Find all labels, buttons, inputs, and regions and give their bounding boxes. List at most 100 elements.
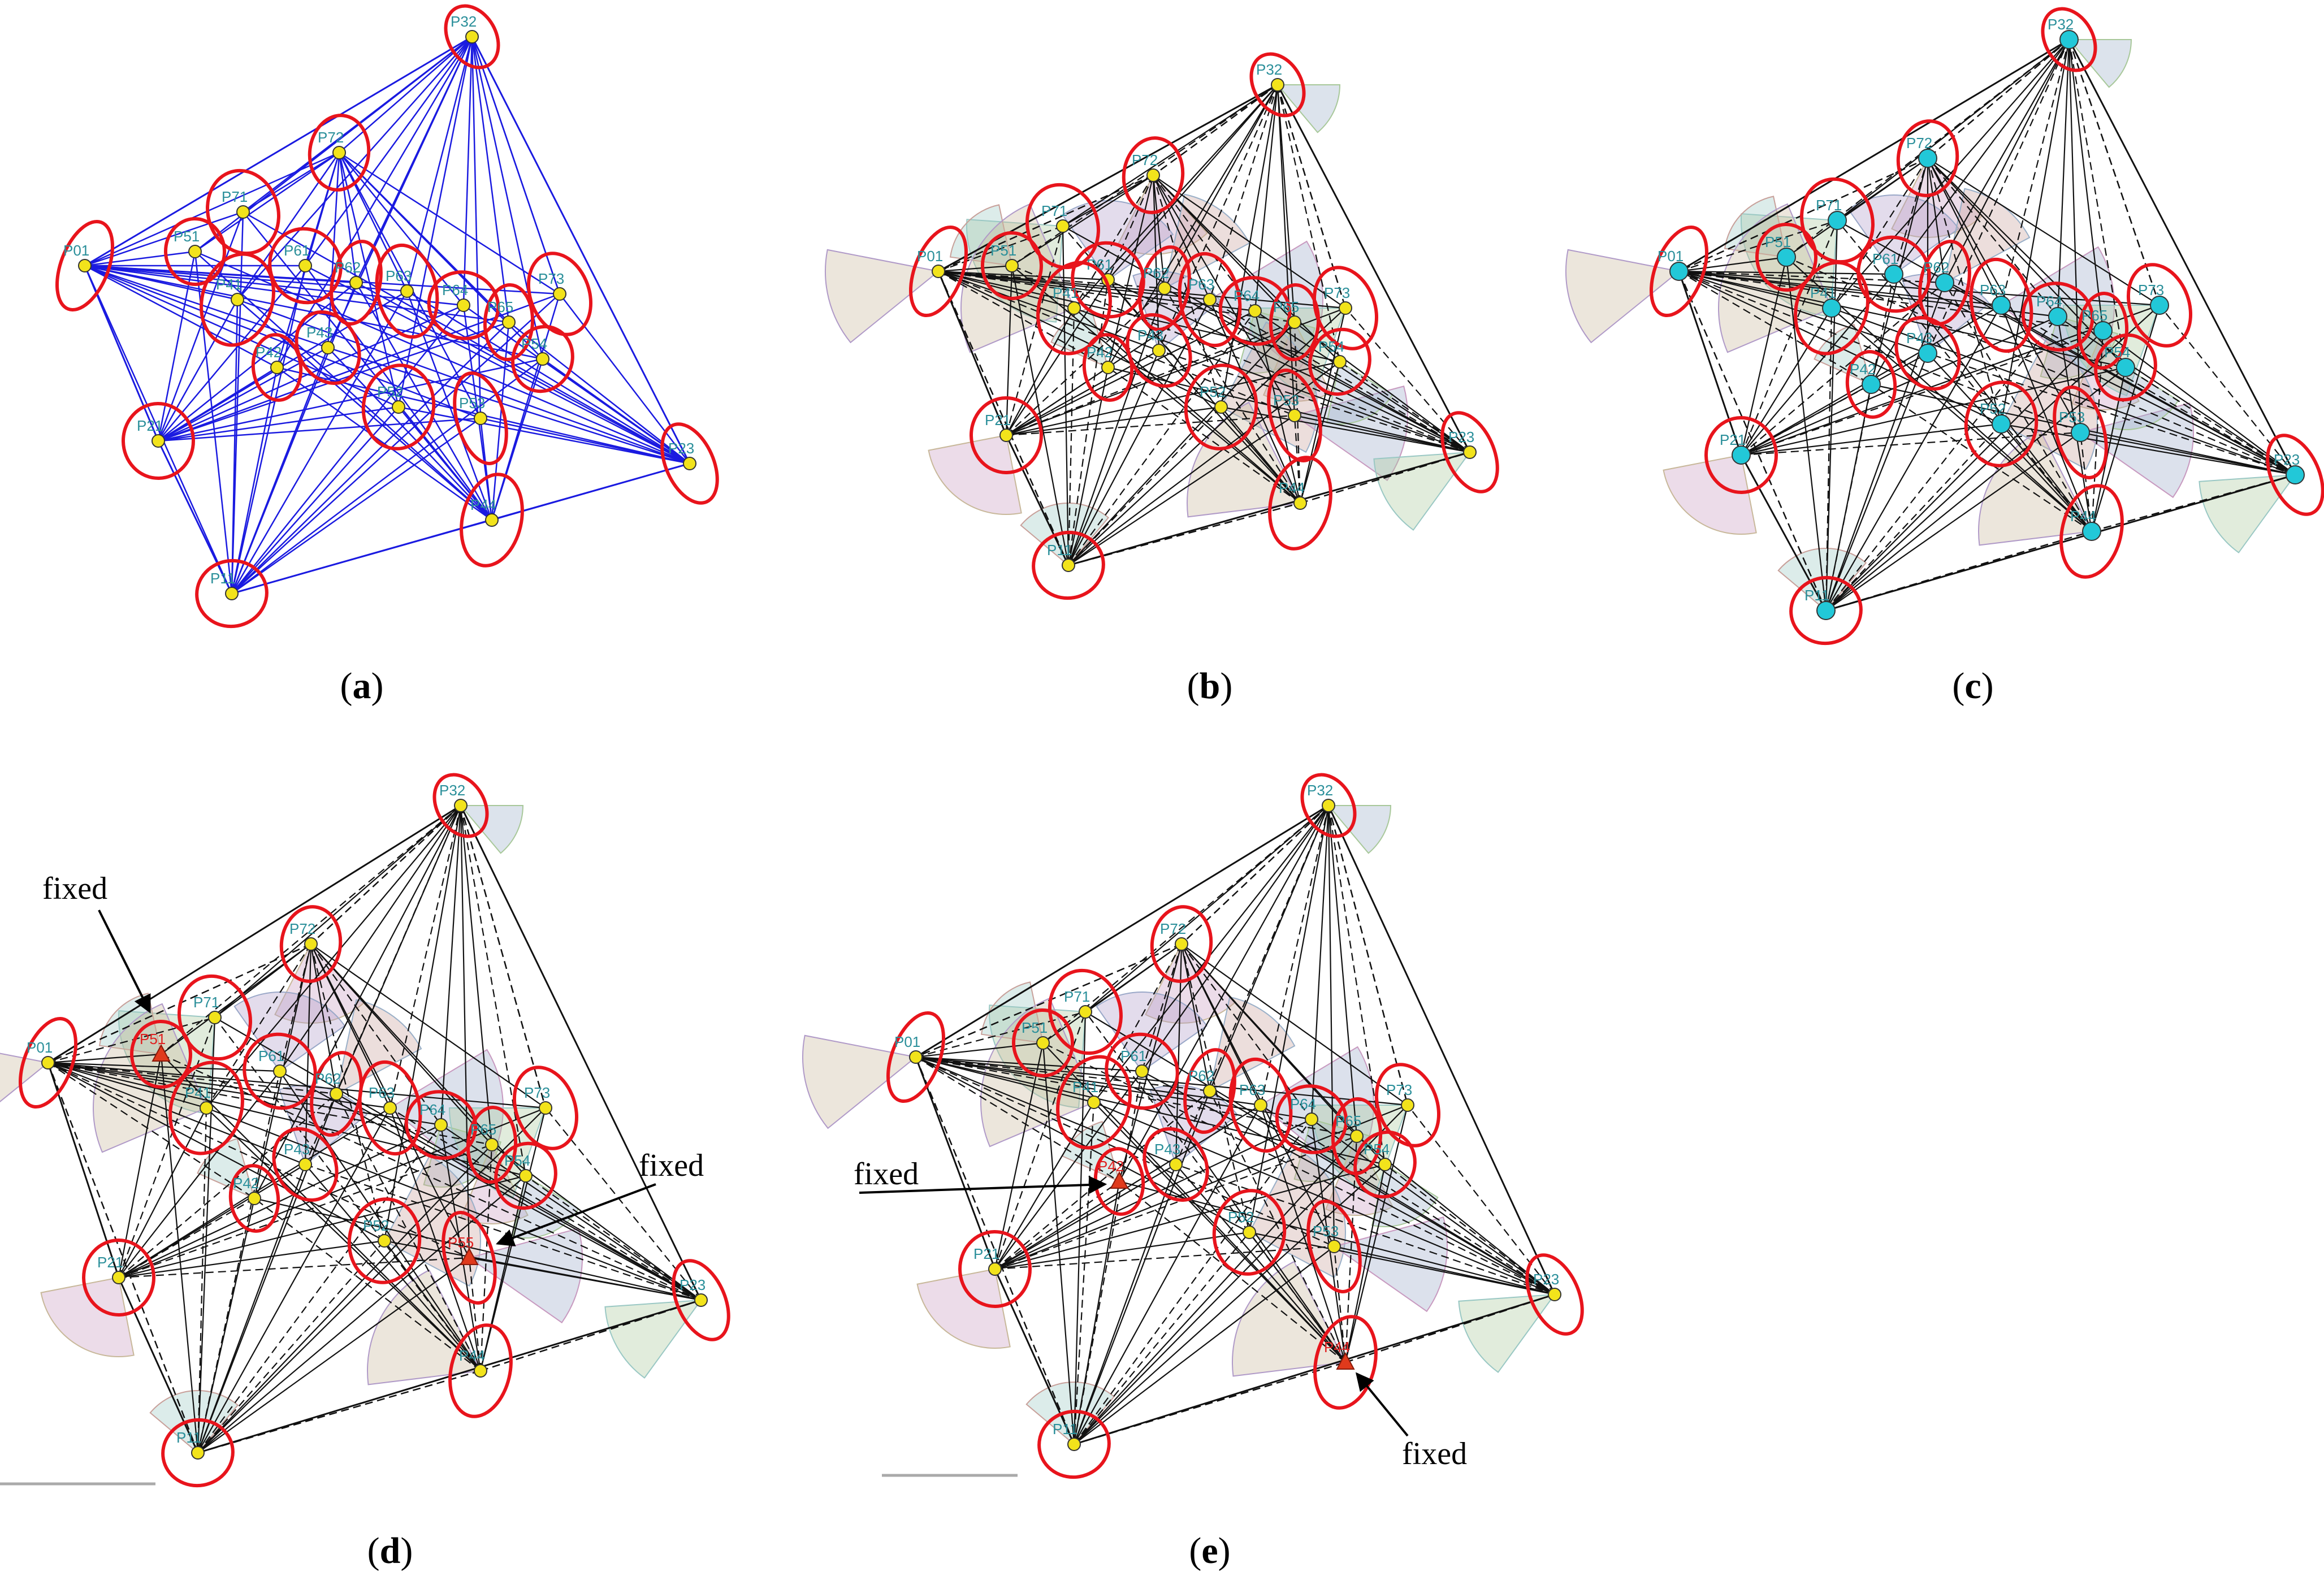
network-point (152, 434, 165, 448)
error-ellipse (358, 1060, 422, 1156)
network-point (683, 457, 696, 470)
observation-line (1006, 288, 1165, 436)
error-ellipse (1845, 350, 1897, 419)
observation-line (1074, 1232, 1250, 1445)
observation-line (1678, 256, 1787, 272)
network-point (1918, 149, 1937, 168)
uncertainty-sector (2079, 402, 2194, 499)
network-point (1822, 298, 1841, 318)
observation-line (2091, 330, 2104, 532)
network-point (2071, 423, 2090, 442)
observation-line (47, 1062, 280, 1072)
observation-line (1074, 1164, 1386, 1445)
frame-line (491, 462, 690, 521)
observation-line (231, 358, 543, 594)
error-ellipse (1440, 411, 1499, 493)
observation-line (994, 1181, 1120, 1270)
observation-line (1073, 1181, 1120, 1445)
observation-line (1042, 943, 1182, 1044)
frame-line (1327, 805, 1556, 1295)
observation-line (1837, 39, 2070, 221)
observation-line (338, 152, 357, 283)
point-label: P42 (1087, 344, 1113, 361)
error-ellipse (1856, 235, 1931, 313)
observation-line (390, 1107, 702, 1301)
observation-line (197, 1257, 470, 1453)
observation-line (2001, 423, 2296, 476)
uncertainty-sector (1458, 1293, 1556, 1373)
network-point (1378, 1158, 1392, 1171)
network-point (1079, 1005, 1092, 1019)
network-point (1327, 1240, 1341, 1253)
error-ellipse (1032, 530, 1105, 600)
observation-line (491, 358, 544, 521)
observation-line (158, 265, 306, 441)
point-label: P43 (284, 1141, 310, 1158)
network-point (1992, 414, 2011, 434)
observation-line (1067, 279, 1109, 566)
observation-line (1893, 39, 2070, 275)
observation-line (276, 366, 492, 521)
observation-line (994, 1119, 1312, 1270)
observation-line (1825, 282, 1946, 611)
observation-line (440, 1124, 702, 1301)
network-point (1005, 259, 1019, 272)
network-point (2150, 296, 2169, 315)
observation-line (406, 291, 493, 521)
network-point (1203, 1084, 1217, 1098)
annotation-fixed-d2: fixed (496, 1148, 704, 1246)
observation-line (1093, 1101, 1555, 1296)
observation-line (460, 805, 470, 1258)
error-ellipse (1249, 52, 1306, 118)
error-ellipse (1300, 773, 1357, 838)
observation-line (1107, 279, 1470, 453)
error-ellipse (526, 252, 593, 336)
point-label: P01 (894, 1033, 920, 1050)
observation-line (1011, 265, 1070, 566)
observation-line (1825, 305, 2160, 611)
observation-line (84, 265, 560, 295)
observation-line (389, 805, 462, 1109)
error-ellipse (1306, 1200, 1362, 1293)
error-ellipse (295, 310, 361, 385)
frame-line (1276, 84, 1347, 309)
observation-line (161, 1054, 481, 1371)
point-label: P72 (1160, 920, 1186, 937)
point-label: P32 (2048, 16, 2074, 33)
point-label: P52 (1980, 400, 2006, 417)
observation-line (1944, 282, 2092, 532)
network-point (383, 1101, 397, 1115)
observation-line (338, 152, 408, 292)
point-label: P44 (459, 1347, 485, 1364)
error-ellipse (512, 1066, 579, 1150)
point-label: P71 (1816, 197, 1842, 214)
error-ellipse (1308, 327, 1371, 396)
network-point (1158, 282, 1171, 295)
point-label: P53 (2059, 409, 2085, 426)
network-point (1288, 315, 1301, 329)
point-label: P62 (1923, 259, 1949, 276)
network-point (1884, 265, 1903, 284)
point-label: P21 (97, 1254, 123, 1271)
observation-line (1011, 265, 1470, 453)
observation-line (1152, 175, 1166, 289)
point-label: P32 (451, 13, 477, 30)
observation-line (1344, 1105, 1409, 1363)
observation-line (1944, 39, 2070, 283)
frame-line (1068, 502, 1301, 566)
network-point (502, 315, 516, 329)
point-label: P11 (1047, 542, 1072, 558)
observation-line (1141, 943, 1183, 1072)
network-point (1828, 211, 1847, 230)
point-label: P43 (306, 324, 332, 341)
observation-line (2000, 39, 2070, 425)
error-ellipse (1353, 1130, 1417, 1199)
point-label: P52 (1228, 1209, 1254, 1226)
observation-line (1074, 175, 1154, 309)
observation-line (1119, 805, 1329, 1182)
point-label: P51 (1765, 233, 1791, 250)
point-label: P54 (521, 335, 547, 352)
observation-line (2057, 316, 2093, 532)
